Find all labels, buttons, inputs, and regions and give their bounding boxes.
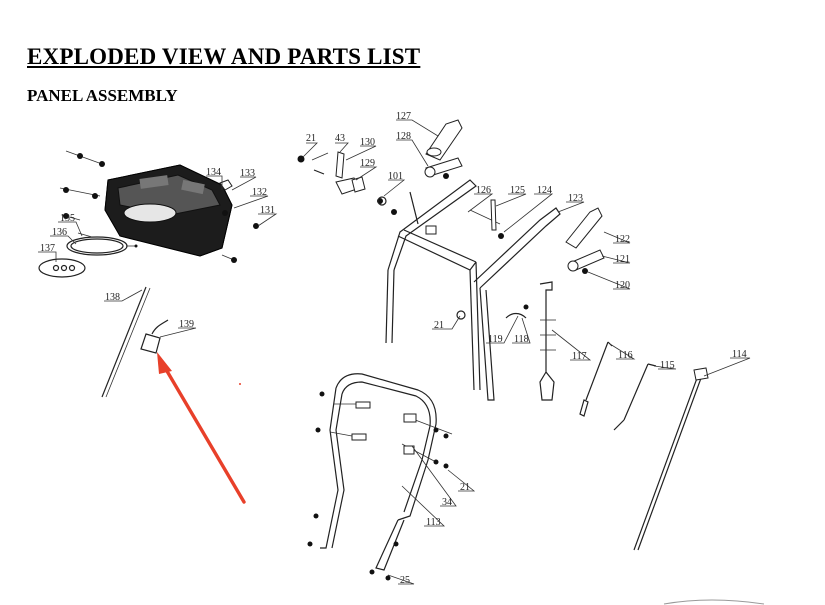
callout-34: 34 (442, 497, 452, 508)
callout-118: 118 (514, 334, 529, 345)
callout-134: 134 (206, 167, 221, 178)
callout-116: 116 (618, 350, 633, 361)
handle-grips (424, 119, 605, 274)
callout-139: 139 (179, 319, 194, 330)
callout-128: 128 (396, 131, 411, 142)
callout-114: 114 (732, 349, 747, 360)
callout-126: 126 (476, 185, 491, 196)
section-title: PANEL ASSEMBLY (27, 86, 178, 105)
callout-138: 138 (105, 292, 120, 303)
callout-121: 121 (615, 254, 630, 265)
callout-130: 130 (360, 137, 375, 148)
callout-21b: 21 (434, 320, 444, 331)
callout-101: 101 (388, 171, 403, 182)
callout-136: 136 (52, 227, 67, 238)
callout-119: 119 (488, 334, 503, 345)
callout-21c: 21 (460, 482, 470, 493)
callout-131: 131 (260, 205, 275, 216)
page-title: EXPLODED VIEW AND PARTS LIST (27, 44, 421, 69)
callout-43: 43 (335, 133, 345, 144)
callout-113: 113 (426, 517, 441, 528)
lever-parts (297, 151, 397, 215)
callout-labels: 21 43 130 129 101 127 128 126 125 124 12… (40, 111, 747, 586)
callout-127: 127 (396, 111, 411, 122)
handlebar-frame (385, 179, 561, 401)
lower-handle-frame (307, 373, 453, 581)
callout-125: 125 (510, 185, 525, 196)
callout-25: 25 (400, 575, 410, 586)
callout-137: 137 (40, 243, 55, 254)
callout-132: 132 (252, 187, 267, 198)
panel-screws (59, 150, 259, 263)
decal-parts (38, 232, 138, 278)
lower-handle-parts (456, 281, 709, 551)
red-arrow-annotation (157, 352, 246, 504)
callout-129: 129 (360, 158, 375, 169)
callout-117: 117 (572, 351, 587, 362)
callout-133: 133 (240, 168, 255, 179)
callout-123: 123 (568, 193, 583, 204)
callout-135: 135 (60, 213, 75, 224)
callout-124: 124 (537, 185, 552, 196)
leader-lines (38, 119, 751, 585)
control-panel-part (104, 164, 233, 257)
wire-harness (101, 286, 169, 398)
page-edge-mark (663, 599, 765, 605)
stray-mark (239, 383, 241, 385)
callout-21a: 21 (306, 133, 316, 144)
callout-122: 122 (615, 234, 630, 245)
callout-120: 120 (615, 280, 630, 291)
callout-115: 115 (660, 360, 675, 371)
